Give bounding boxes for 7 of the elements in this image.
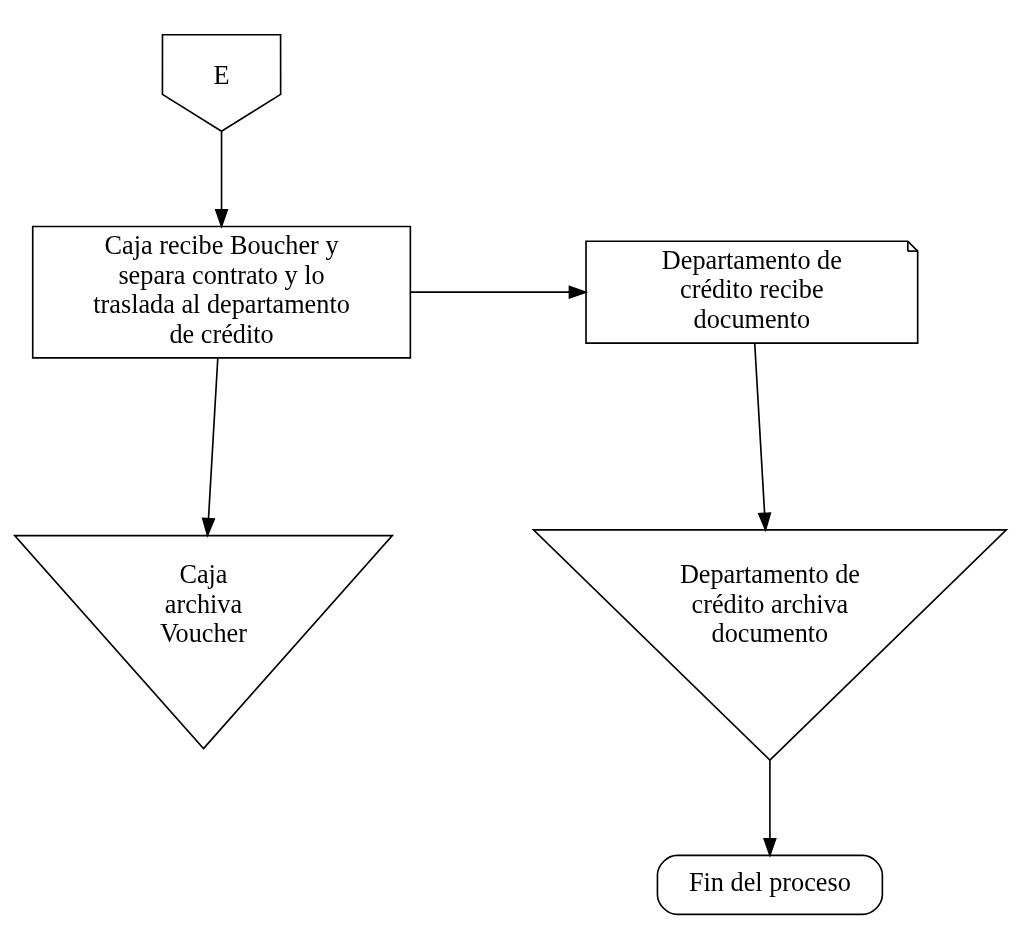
arrow [763,758,777,858]
node-box: Caja recibe Boucher y separa contrato y lo traslada al departamento de crédito [31,225,412,359]
arrow [409,284,589,299]
arrow [214,130,229,229]
arrow [201,356,219,538]
arrow [753,341,772,532]
node-box: Fin del proceso [656,854,884,915]
